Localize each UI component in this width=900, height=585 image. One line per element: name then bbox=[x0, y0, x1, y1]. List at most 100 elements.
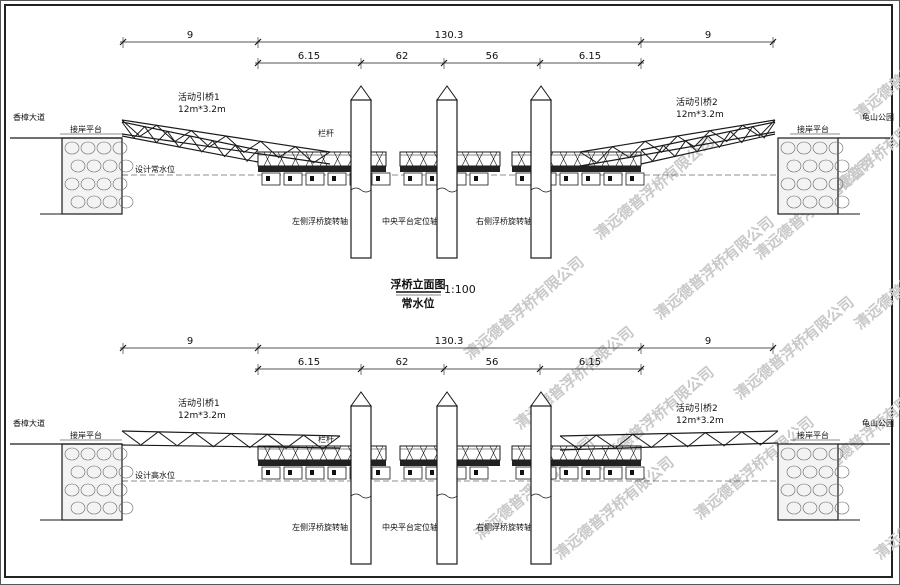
truss-diagonal bbox=[267, 433, 286, 449]
truss-bottom bbox=[559, 442, 779, 451]
access-bridge-1-b bbox=[121, 119, 331, 165]
rock bbox=[802, 465, 818, 479]
railing-brace bbox=[263, 445, 272, 461]
float-box bbox=[403, 466, 423, 480]
railing-brace bbox=[405, 445, 414, 461]
access-bridge-2 bbox=[559, 430, 779, 451]
railing-label: 栏杆 bbox=[318, 128, 334, 138]
rock bbox=[80, 447, 96, 461]
rock bbox=[70, 501, 86, 515]
rock bbox=[118, 195, 134, 209]
float-box bbox=[371, 172, 391, 186]
float-box bbox=[625, 466, 645, 480]
truss-diagonal bbox=[640, 149, 653, 162]
rock bbox=[796, 483, 812, 497]
rock bbox=[796, 447, 812, 461]
float-detail bbox=[310, 470, 314, 475]
rock bbox=[828, 141, 844, 155]
rock bbox=[86, 501, 102, 515]
truss-diagonal bbox=[595, 146, 613, 164]
rock bbox=[118, 465, 134, 479]
truss-bottom bbox=[121, 135, 259, 163]
railing-brace bbox=[305, 445, 314, 461]
float-box bbox=[559, 466, 579, 480]
truss-diagonal bbox=[234, 145, 248, 161]
watermark-text: 清远德普浮桥有限公司 bbox=[871, 453, 900, 563]
railing-brace bbox=[489, 445, 498, 461]
center-axis-label: 中央平台定位轴 bbox=[382, 216, 438, 226]
access-bridge-2 bbox=[640, 121, 776, 165]
pile-break bbox=[350, 493, 372, 499]
rock bbox=[834, 501, 850, 515]
right-platform-label: 接岸平台 bbox=[797, 124, 829, 134]
dim-seg2: 62 bbox=[396, 357, 409, 368]
truss-diagonal bbox=[158, 431, 177, 446]
float-detail bbox=[630, 176, 634, 181]
truss-diagonal bbox=[614, 433, 633, 450]
pile-column bbox=[350, 99, 372, 259]
truss-diagonal bbox=[121, 430, 141, 445]
rock bbox=[112, 447, 128, 461]
truss-diagonal bbox=[759, 430, 779, 446]
truss-diagonal bbox=[709, 130, 727, 142]
rock bbox=[64, 447, 80, 461]
bridge1-label: 活动引桥1 bbox=[178, 91, 220, 103]
left-road-label: 香樟大道 bbox=[13, 418, 45, 428]
pile-cap bbox=[350, 391, 372, 407]
float-detail bbox=[630, 470, 634, 475]
dim-seg4: 6.15 bbox=[579, 357, 601, 368]
water-level-label: 设计常水位 bbox=[135, 164, 175, 174]
rock bbox=[834, 159, 850, 173]
rock bbox=[86, 195, 102, 209]
right-park-label: 龟山公园 bbox=[862, 112, 894, 122]
rock bbox=[96, 483, 112, 497]
truss-diagonal bbox=[144, 126, 157, 143]
pile-break bbox=[530, 493, 552, 499]
guide-piles bbox=[350, 391, 552, 565]
left-bank bbox=[10, 443, 134, 521]
railing-brace bbox=[489, 151, 498, 167]
dim-seg4: 6.15 bbox=[579, 51, 601, 62]
float-box bbox=[469, 466, 489, 480]
rock bbox=[828, 447, 844, 461]
dim-seg1: 6.15 bbox=[298, 357, 320, 368]
railing-brace bbox=[419, 151, 428, 167]
truss-bottom bbox=[579, 131, 776, 167]
left-axis-label: 左侧浮桥旋转轴 bbox=[292, 522, 348, 532]
rock bbox=[812, 141, 828, 155]
access-bridge-1 bbox=[121, 121, 259, 163]
railing-label: 栏杆 bbox=[318, 434, 334, 444]
railing-brace bbox=[375, 151, 384, 167]
float-box bbox=[261, 172, 281, 186]
railing-brace bbox=[573, 151, 582, 167]
rock bbox=[818, 195, 834, 209]
pile-break bbox=[436, 493, 458, 499]
float-detail bbox=[608, 176, 612, 181]
rock bbox=[786, 501, 802, 515]
rock bbox=[102, 159, 118, 173]
rock bbox=[786, 465, 802, 479]
left-bank bbox=[10, 137, 134, 215]
rock bbox=[86, 465, 102, 479]
float-box bbox=[403, 172, 423, 186]
pile-column bbox=[350, 405, 372, 565]
float-detail bbox=[586, 176, 590, 181]
truss-diagonal bbox=[686, 432, 706, 448]
float-detail bbox=[564, 176, 568, 181]
rock bbox=[112, 141, 128, 155]
float-box bbox=[581, 172, 601, 186]
watermark-text: 清远德普浮桥有限公司 bbox=[651, 213, 777, 323]
rock bbox=[64, 177, 80, 191]
rock bbox=[828, 483, 844, 497]
right-axis-label: 右侧浮桥旋转轴 bbox=[476, 522, 532, 532]
pile-column bbox=[436, 99, 458, 259]
float-detail bbox=[520, 470, 524, 475]
float-detail bbox=[474, 176, 478, 181]
truss-diagonal bbox=[139, 124, 157, 138]
truss-diagonal bbox=[312, 151, 331, 164]
railing-brace bbox=[629, 445, 638, 461]
drawing-title-block: 浮桥立面图 1:100 常水位 bbox=[391, 277, 476, 310]
bank-body bbox=[777, 137, 839, 215]
float-box bbox=[327, 172, 347, 186]
